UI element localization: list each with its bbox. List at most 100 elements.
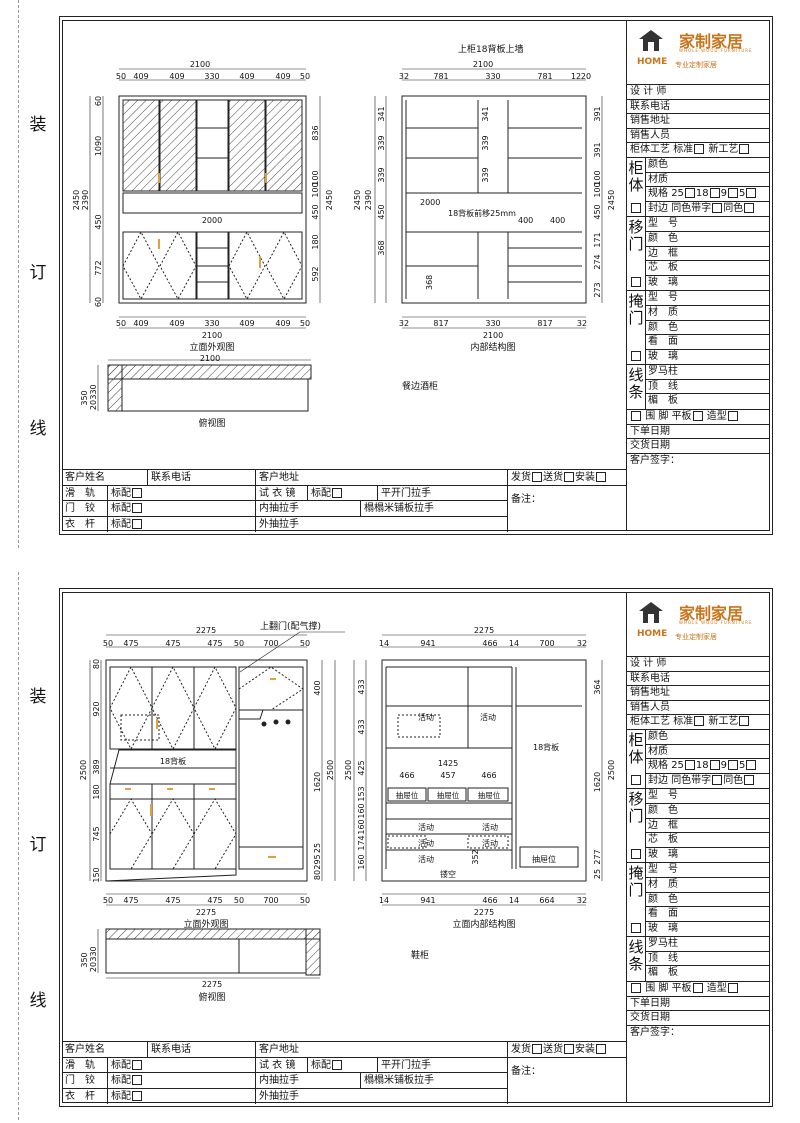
svg-text:330: 330 — [89, 384, 98, 399]
svg-text:475: 475 — [123, 896, 138, 905]
swing-door-group: 掩门 型 号 材 质 颜 色 看 面 玻 璃 — [627, 863, 770, 938]
int-left-dims: 341 339 339 450 368 2450 2390 — [353, 106, 386, 255]
checkbox-standard[interactable] — [694, 144, 705, 155]
cabinet-drawing-1 — [89, 68, 603, 412]
svg-text:339: 339 — [481, 135, 490, 150]
svg-text:941: 941 — [420, 639, 435, 648]
sliding-door-group: 移门 型 号 颜 色 边 框 芯 板 玻 璃 — [627, 789, 770, 864]
svg-text:295: 295 — [313, 854, 322, 869]
elev-left-dims: 60 1090 450 772 60 2450 2390 — [72, 96, 103, 307]
svg-text:80: 80 — [92, 659, 101, 669]
svg-text:475: 475 — [123, 639, 138, 648]
svg-text:450: 450 — [94, 214, 103, 229]
elevation-view — [118, 95, 307, 304]
checkbox-new-craft[interactable] — [739, 144, 750, 155]
svg-text:450: 450 — [593, 204, 602, 219]
svg-text:14: 14 — [509, 896, 519, 905]
svg-text:941: 941 — [420, 896, 435, 905]
svg-text:80: 80 — [313, 870, 322, 880]
svg-text:50: 50 — [116, 72, 126, 81]
svg-text:339: 339 — [481, 167, 490, 182]
elev-top-dims: 50 409 409 330 409 409 50 — [116, 72, 310, 81]
svg-text:450: 450 — [377, 204, 386, 219]
interior-labels: 活动 活动 1425 466 457 466 抽屉位 抽屉位 抽屉位 活动 活动… — [396, 712, 559, 879]
svg-text:330: 330 — [204, 72, 219, 81]
interior-view — [401, 95, 587, 304]
svg-text:277: 277 — [593, 849, 602, 864]
int-total-width-top: 2100 — [473, 60, 493, 69]
svg-text:664: 664 — [539, 896, 554, 905]
trim-group: 线条 罗马柱 顶 线 楣 板 — [627, 937, 770, 983]
svg-text:274: 274 — [593, 254, 602, 269]
svg-text:50: 50 — [234, 896, 244, 905]
labels-1: 上柜18背板上墙 2100 2100 50 409 409 330 409 40… — [72, 43, 616, 429]
svg-text:409: 409 — [239, 72, 254, 81]
elevation-caption: 立面外观图 — [189, 341, 234, 353]
house-icon — [639, 602, 663, 623]
svg-text:100: 100 — [311, 170, 320, 185]
plan-width: 2100 — [200, 354, 220, 363]
svg-text:60: 60 — [94, 297, 103, 307]
svg-text:475: 475 — [207, 896, 222, 905]
svg-text:781: 781 — [537, 72, 552, 81]
svg-text:180: 180 — [92, 784, 101, 799]
svg-text:14: 14 — [379, 896, 389, 905]
svg-text:2450: 2450 — [72, 190, 81, 210]
svg-text:20: 20 — [581, 72, 591, 81]
cabinet-drawing-2 — [89, 631, 603, 979]
svg-text:400: 400 — [550, 216, 565, 225]
elev-bottom-dims: 50 475 475 475 50 700 50 — [103, 896, 310, 905]
trim-group: 线条 罗马柱 顶 线 楣 板 — [627, 365, 770, 411]
order-table: 客户姓名 联系电话 客户地址 发货送货安装 滑 轨 标配 试 衣 镜 标配 平开… — [62, 469, 626, 532]
note: 上柜18背板上墙 — [458, 43, 523, 55]
elev-right-dims: 836 100 100 450 180 592 2450 — [311, 125, 334, 281]
svg-text:409: 409 — [169, 72, 184, 81]
svg-text:活动: 活动 — [482, 822, 498, 832]
svg-text:2450: 2450 — [325, 190, 334, 210]
svg-text:2450: 2450 — [353, 190, 362, 210]
svg-text:1620: 1620 — [313, 772, 322, 792]
elev-bottom-dims: 50 409 409 330 409 409 50 — [116, 319, 310, 328]
svg-text:50: 50 — [103, 639, 113, 648]
order-table: 客户姓名 联系电话 客户地址 发货送货安装 滑 轨 标配 试 衣 镜 标配 平开… — [62, 1041, 626, 1104]
svg-text:活动: 活动 — [480, 712, 496, 722]
svg-text:2390: 2390 — [364, 190, 373, 210]
svg-text:活动: 活动 — [418, 838, 434, 848]
svg-text:14: 14 — [379, 639, 389, 648]
svg-text:817: 817 — [537, 319, 552, 328]
int-mid-dims: 341 339 339 — [481, 106, 490, 182]
svg-text:18背板前移25mm: 18背板前移25mm — [448, 208, 516, 218]
svg-text:2500: 2500 — [79, 760, 88, 780]
svg-text:50: 50 — [300, 72, 310, 81]
svg-text:1090: 1090 — [94, 136, 103, 156]
svg-text:2390: 2390 — [81, 190, 90, 210]
brand-logo: HOME 家制家居 WHOLE WOOD FURNITURE 专业定制家居 — [627, 592, 770, 657]
svg-text:抽屉位: 抽屉位 — [437, 790, 460, 800]
svg-text:18背板: 18背板 — [160, 756, 186, 766]
svg-text:339: 339 — [377, 135, 386, 150]
svg-text:330: 330 — [485, 319, 500, 328]
svg-text:150: 150 — [92, 867, 101, 882]
svg-text:14: 14 — [509, 639, 519, 648]
svg-text:772: 772 — [94, 260, 103, 275]
svg-text:700: 700 — [539, 639, 554, 648]
flap-note: 上翻门(配气撑) — [260, 620, 321, 632]
svg-text:700: 700 — [263, 639, 278, 648]
int-total-width-bottom: 2100 — [483, 331, 503, 340]
svg-text:475: 475 — [165, 896, 180, 905]
svg-text:50: 50 — [234, 639, 244, 648]
svg-text:60: 60 — [94, 96, 103, 106]
svg-text:32: 32 — [577, 319, 587, 328]
svg-text:174: 174 — [357, 835, 366, 850]
svg-text:2275: 2275 — [474, 626, 494, 635]
svg-text:341: 341 — [481, 106, 490, 121]
svg-text:2000: 2000 — [420, 198, 440, 207]
elevation-view — [105, 659, 308, 882]
svg-text:409: 409 — [239, 319, 254, 328]
spec-panel: HOME 家制家居 WHOLE WOOD FURNITURE 专业定制家居 设 … — [626, 20, 770, 531]
svg-text:50: 50 — [103, 896, 113, 905]
svg-text:330: 330 — [485, 72, 500, 81]
svg-text:1425: 1425 — [438, 759, 458, 768]
binding-char-2: 订 — [29, 263, 47, 283]
